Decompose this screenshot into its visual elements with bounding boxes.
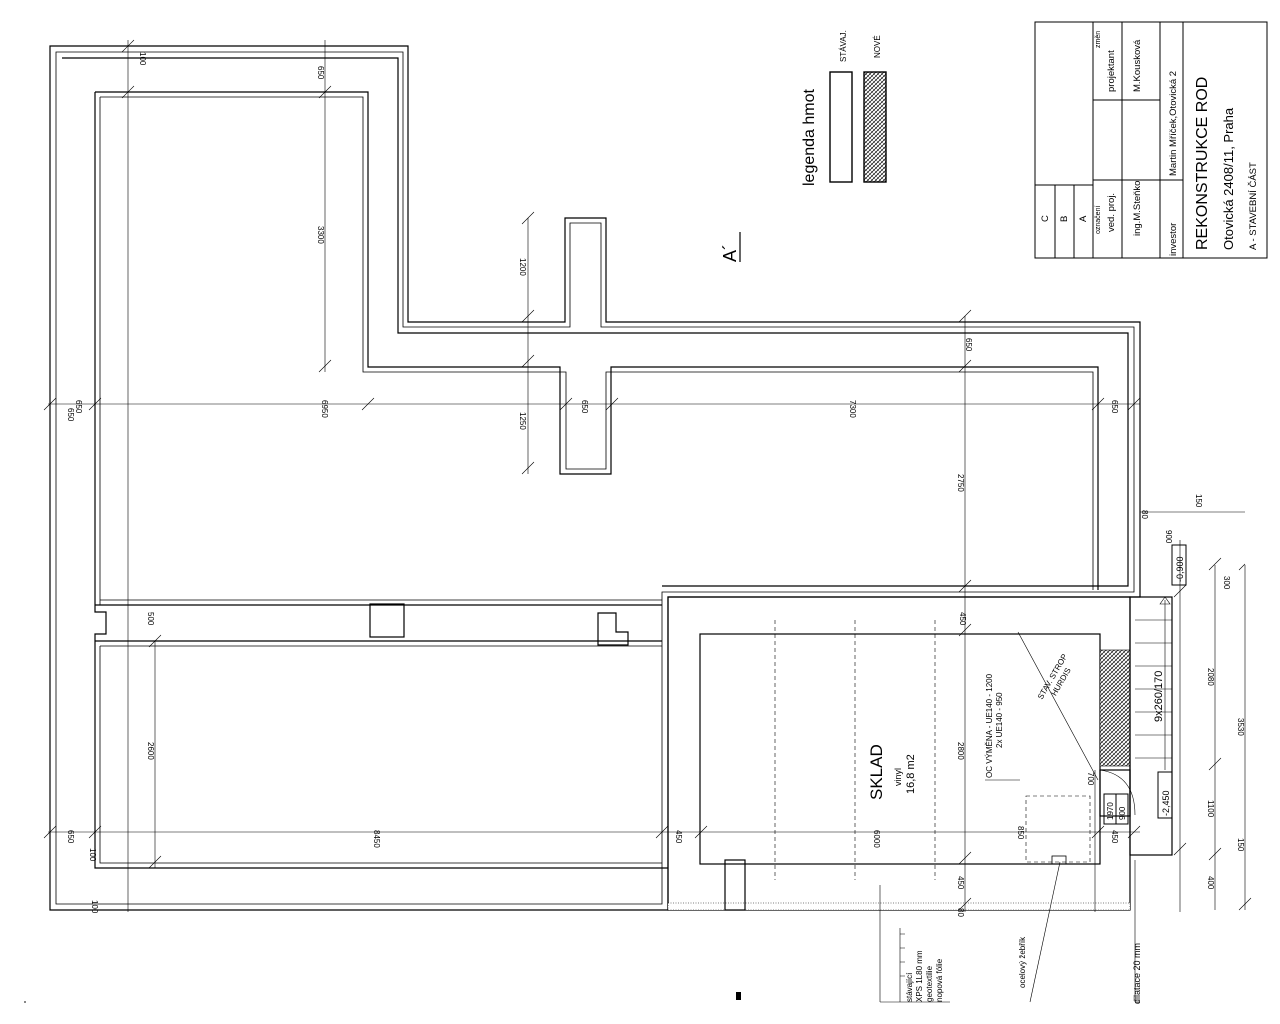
legend: legenda hmot STÁVAJ. NOVÉ [801, 30, 887, 186]
investor: Martin Mříček,Otovická 2 [1168, 71, 1179, 176]
dim-650-bottom: 650 [66, 830, 75, 844]
stair-treads [1135, 596, 1172, 770]
dim-100-top: 100 [138, 52, 147, 66]
legend-title: legenda hmot [801, 88, 818, 186]
designer-label: projektant [1106, 50, 1117, 92]
dim-80-stair: 80 [1140, 510, 1149, 519]
dim-650-a: 650 [74, 400, 83, 414]
room-name: SKLAD [867, 744, 886, 800]
dim-3300: 3300 [316, 226, 325, 244]
legend-new-label: NOVÉ [873, 35, 882, 58]
lead-designer: ing.M.Steňko [1132, 181, 1143, 236]
wall-tag: STAV. STROP HURDIS [1036, 652, 1073, 701]
dim-1100: 1100 [1206, 800, 1215, 818]
dim-100-bottom: 100 [88, 848, 97, 862]
dim-650-mid: 650 [580, 400, 589, 414]
level-top-label: -0,900 [1175, 556, 1185, 582]
investor-label: investor [1168, 223, 1179, 256]
door-label: 900 1970 [1103, 793, 1129, 825]
dim-1250: 1250 [518, 412, 527, 430]
beam-note: OC VÝMĚNA - UE140 - 1200 2x UE140 - 950 [985, 673, 1004, 778]
changes-header: změn [1095, 31, 1102, 48]
layer-3: geotextilie [925, 965, 934, 1002]
dim-100-c: 100 [90, 900, 99, 914]
callouts [879, 860, 1140, 1003]
dim-6000: 6000 [872, 830, 881, 848]
dim-450-b: 450 [1110, 830, 1119, 844]
revisions-header: označení [1095, 206, 1102, 234]
stair-annotation: 9x260/170 [1153, 671, 1165, 722]
dim-700: 700 [1086, 772, 1095, 786]
door-height: 1970 [1106, 802, 1115, 820]
dim-3530: 3530 [1236, 718, 1245, 736]
dim-150-b: 150 [1236, 838, 1245, 852]
legend-new-swatch [863, 71, 887, 183]
beam-note-1: OC VÝMĚNA - UE140 - 1200 [985, 673, 994, 778]
level-bottom: -2,450 [1157, 771, 1173, 819]
project-title: REKONSTRUKCE ROD [1194, 77, 1211, 250]
room-area: 16,8 m2 [905, 754, 917, 794]
dim-650-right: 650 [1110, 400, 1119, 414]
legend-existing-swatch [829, 71, 853, 183]
dim-650-top: 650 [316, 66, 325, 80]
dim-80-b: 80 [956, 908, 965, 917]
project-address: Otovická 2408/11, Praha [1221, 107, 1236, 250]
dim-500: 500 [146, 612, 155, 626]
dim-2600: 2600 [146, 742, 155, 760]
dim-300: 300 [1222, 576, 1231, 590]
dim-2800: 2800 [956, 742, 965, 760]
level-top: -0,900 [1171, 544, 1187, 586]
legend-existing-label: STÁVAJ. [839, 30, 848, 62]
door-width: 900 [1118, 806, 1127, 820]
dim-150-stair: 150 [1194, 494, 1203, 508]
revision-label-a: A [1078, 215, 1089, 222]
layer-2: XPS 1L80 mm [915, 950, 924, 1002]
dimension-lines [43, 39, 1252, 912]
beam-note-2: 2x UE140 - 950 [995, 692, 1004, 748]
dim-650-e: 650 [964, 338, 973, 352]
dim-450-c: 450 [674, 830, 683, 844]
new-extension [667, 596, 1173, 911]
title-block: C B A označení změn ved. proj. ing.M.Ste… [1034, 21, 1268, 259]
dim-8450: 8450 [372, 830, 381, 848]
revision-label-b: B [1059, 216, 1070, 222]
dim-450-d: 450 [956, 876, 965, 890]
dim-900-stair: 900 [1164, 530, 1173, 544]
dim-1200: 1200 [518, 258, 527, 276]
dim-650-left: 650 [66, 408, 75, 422]
project-part: A - STAVEBNÍ ČÁST [1248, 162, 1259, 250]
stair-label: 9x260/170 [1153, 671, 1165, 722]
layer-1: stávající [905, 972, 914, 1002]
expansion-note: dilatace 20 mm [1132, 943, 1142, 1004]
level-bottom-label: -2,450 [1161, 790, 1171, 816]
section-mark-label: A´ [720, 244, 740, 262]
room-label: SKLAD vinyl 16,8 m2 [867, 744, 917, 800]
revision-label-c: C [1040, 215, 1051, 222]
designer: M.Kousková [1132, 39, 1143, 92]
dim-450-a: 450 [958, 612, 967, 626]
new-wall-hatch [1099, 649, 1131, 767]
section-marker: A´ [720, 244, 740, 262]
layer-4: nopová fólie [935, 958, 944, 1002]
dim-6950: 6950 [320, 400, 329, 418]
dim-7300: 7300 [848, 400, 857, 418]
dimension-labels: 100 650 3300 1200 1250 650 650 6950 650 … [66, 52, 1245, 917]
steel-ladder-note: ocelový žebřík [1018, 936, 1027, 988]
dim-2750: 2750 [956, 474, 965, 492]
room-floor: vinyl [893, 768, 903, 786]
dim-400: 400 [1206, 876, 1215, 890]
dim-2080: 2080 [1206, 668, 1215, 686]
lead-designer-label: ved. proj. [1106, 193, 1117, 232]
existing-walls [49, 45, 1141, 911]
dim-850: 850 [1016, 826, 1025, 840]
